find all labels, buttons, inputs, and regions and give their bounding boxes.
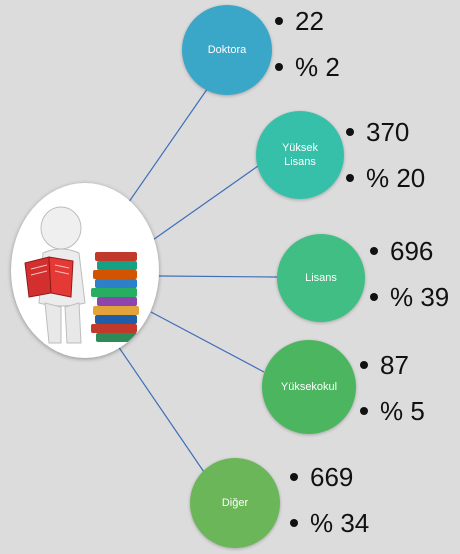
stat-count: 370 [346, 117, 425, 147]
stat-percent: % 39 [370, 282, 449, 312]
center-image [11, 183, 159, 358]
node-doktora: Doktora [182, 5, 272, 95]
node-label: Lisans [305, 272, 337, 284]
node-label: Yüksekokul [280, 381, 338, 393]
connector-diger [117, 345, 205, 473]
bullet-icon [360, 407, 368, 415]
bullet-icon [275, 63, 283, 71]
stat-percent: % 2 [275, 52, 340, 82]
node-label: Doktora [207, 44, 247, 56]
stat-percent: % 20 [346, 163, 425, 193]
stats-doktora: 22 % 2 [275, 6, 340, 82]
node-lisans: Lisans [277, 234, 365, 322]
stats-lisans: 696 % 39 [370, 236, 449, 312]
node-yuksekokul: Yüksekokul [262, 340, 356, 434]
node-diger: Diğer [190, 458, 280, 548]
bullet-icon [346, 128, 354, 136]
bullet-icon [290, 473, 298, 481]
stat-count: 696 [370, 236, 449, 266]
stats-yuksek-lisans: 370 % 20 [346, 117, 425, 193]
node-label: Diğer [221, 497, 249, 509]
stat-count: 22 [275, 6, 340, 36]
stats-yuksekokul: 87 % 5 [360, 350, 425, 426]
connector-yuksek-lisans [149, 165, 259, 243]
connector-lisans [158, 275, 278, 278]
stat-percent: % 5 [360, 396, 425, 426]
node-yuksek-lisans: Yüksek Lisans [256, 111, 344, 199]
stat-count: 669 [290, 462, 369, 492]
bullet-icon [360, 361, 368, 369]
stats-diger: 669 % 34 [290, 462, 369, 538]
node-label: Yüksek Lisans [281, 142, 319, 168]
person-reading-books-icon [24, 206, 139, 344]
stat-percent: % 34 [290, 508, 369, 538]
bullet-icon [290, 519, 298, 527]
bullet-icon [275, 17, 283, 25]
connector-yuksekokul [150, 311, 265, 373]
bullet-icon [370, 293, 378, 301]
stat-count: 87 [360, 350, 425, 380]
connector-doktora [123, 84, 211, 210]
bullet-icon [370, 247, 378, 255]
bullet-icon [346, 174, 354, 182]
